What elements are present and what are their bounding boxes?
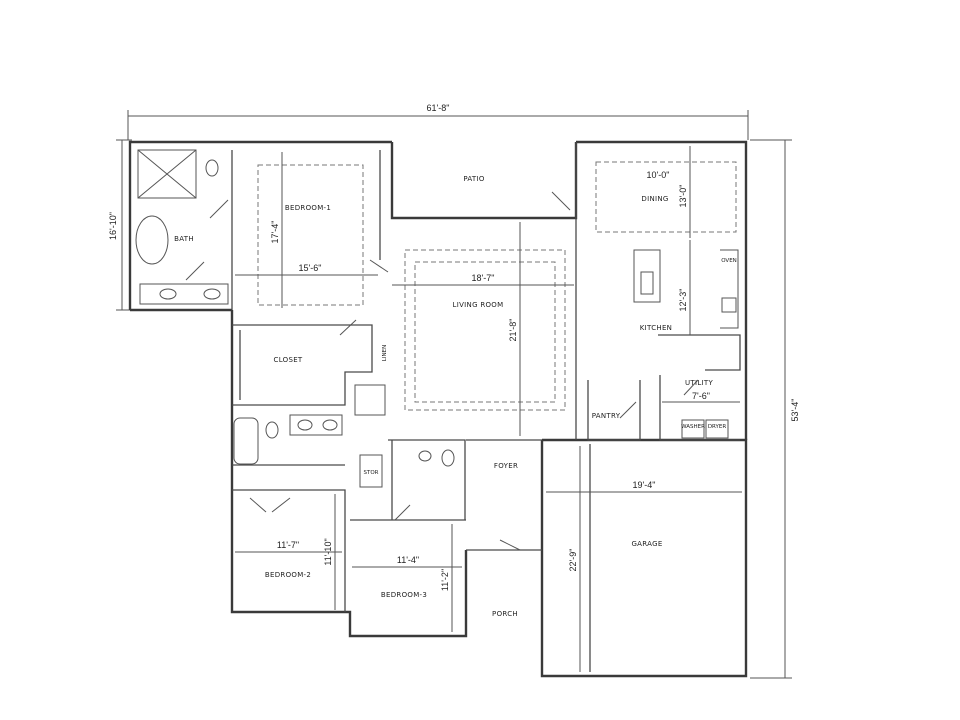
room-label-foyer: FOYER xyxy=(494,462,518,470)
fixture-label-oven: OVEN xyxy=(721,258,737,264)
room-label-garage: GARAGE xyxy=(631,540,662,548)
fixtures xyxy=(135,149,739,488)
door-swings xyxy=(185,191,699,551)
room-label-living: LIVING ROOM xyxy=(453,301,504,309)
room-label-bedroom3: BEDROOM-3 xyxy=(381,591,427,599)
garage-depth-dim: 22'-9" xyxy=(568,549,578,572)
bedroom1-depth-dim: 17'-4" xyxy=(270,221,280,244)
fixture-label-linen: LINEN xyxy=(382,345,388,361)
exterior-walls xyxy=(128,140,748,678)
dining-depth-dim: 13'-0" xyxy=(678,185,688,208)
room-label-patio: PATIO xyxy=(463,175,485,183)
dining-width-dim: 10'-0" xyxy=(647,170,670,180)
bedroom2-width-dim: 11'-7" xyxy=(277,540,299,550)
fixture-label-washer: WASHER xyxy=(681,424,705,430)
fixture-label-stor: STOR xyxy=(363,470,378,476)
bedroom3-width-dim: 11'-4" xyxy=(397,555,419,565)
bedroom1-width-dim: 15'-6" xyxy=(299,263,322,273)
room-label-closet: CLOSET xyxy=(274,356,303,364)
room-label-kitchen: KITCHEN xyxy=(640,324,672,332)
ceiling-outlines xyxy=(257,161,737,411)
fixture-label-dryer: DRYER xyxy=(708,424,727,430)
interior-walls xyxy=(231,142,741,612)
room-label-bath: BATH xyxy=(174,235,194,243)
overall-width-dim: 61'-8" xyxy=(427,103,450,113)
living-depth-dim: 21'-8" xyxy=(508,319,518,342)
living-width-dim: 18'-7" xyxy=(472,273,495,283)
dimension-lines xyxy=(116,110,792,679)
overall-depth-dim: 53'-4" xyxy=(790,399,800,422)
room-label-bedroom2: BEDROOM-2 xyxy=(265,571,311,579)
room-dimension-lines xyxy=(235,146,742,672)
room-label-porch: PORCH xyxy=(492,610,518,618)
room-label-dining: DINING xyxy=(641,195,668,203)
room-label-pantry: PANTRY xyxy=(592,412,621,420)
left-wing-dim: 16'-10" xyxy=(108,212,118,240)
room-label-bedroom1: BEDROOM-1 xyxy=(285,204,331,212)
kitchen-depth-dim: 12'-3" xyxy=(678,289,688,312)
room-label-utility: UTILITY xyxy=(685,379,714,387)
utility-width-dim: 7'-6" xyxy=(692,391,710,401)
bedroom2-depth-dim: 11'-10" xyxy=(323,538,333,565)
garage-width-dim: 19'-4" xyxy=(633,480,656,490)
bedroom3-depth-dim: 11'-2" xyxy=(440,569,450,591)
